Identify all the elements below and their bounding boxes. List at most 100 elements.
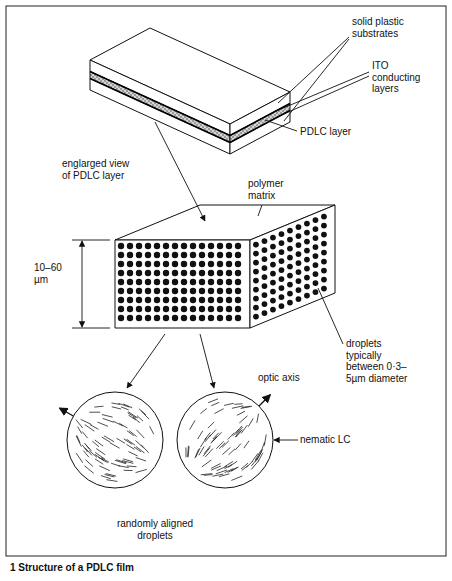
lc-directors	[186, 399, 266, 481]
droplet-dot	[217, 306, 223, 312]
lc-molecule	[124, 470, 133, 471]
lc-molecule	[134, 447, 141, 452]
extension-line	[72, 240, 110, 241]
lc-molecule	[136, 430, 144, 438]
droplet-dot	[253, 269, 259, 275]
droplet-dot	[127, 279, 133, 285]
lc-molecule	[106, 480, 117, 482]
lc-molecule	[224, 464, 232, 468]
droplet-dot	[118, 252, 124, 258]
droplet-dot	[199, 261, 205, 267]
droplet-dot	[127, 315, 133, 321]
droplet-dot	[262, 283, 268, 289]
lc-molecule	[141, 411, 149, 419]
droplet-dot	[270, 253, 276, 259]
lc-molecule	[199, 447, 204, 456]
droplet-dot	[181, 243, 187, 249]
droplet-dot	[296, 296, 302, 302]
droplet-dot	[235, 243, 241, 249]
lc-molecule	[124, 439, 132, 444]
lc-molecule	[84, 466, 93, 474]
lc-molecule	[213, 432, 221, 441]
droplet-dot	[287, 300, 293, 306]
part-label: droplets typically between 0·3–5µm diame…	[346, 338, 408, 384]
lc-directors	[76, 403, 154, 481]
lc-molecule	[94, 406, 103, 408]
droplet-dot	[208, 306, 214, 312]
droplet-dot	[253, 296, 259, 302]
dimension-line	[82, 241, 83, 327]
droplet-dot	[321, 277, 327, 283]
lc-molecule	[237, 411, 245, 415]
droplet-dot	[235, 297, 241, 303]
lc-molecule	[246, 461, 252, 467]
droplet-dot	[181, 261, 187, 267]
droplet-dot	[253, 278, 259, 284]
lc-molecule	[97, 422, 108, 426]
lc-molecule	[127, 444, 135, 449]
lc-molecule	[123, 459, 133, 462]
lc-molecule	[118, 466, 129, 468]
lc-molecule	[187, 446, 189, 457]
droplet-dot	[190, 315, 196, 321]
droplet-dot	[313, 235, 319, 241]
lc-molecule	[96, 449, 105, 455]
droplet-dot	[145, 279, 151, 285]
droplet-dot	[279, 249, 285, 255]
droplet-dot	[287, 291, 293, 297]
droplet-dot	[154, 297, 160, 303]
extension-line	[72, 328, 110, 329]
part-label: ITO conducting layers	[372, 60, 426, 95]
droplet-dot	[172, 306, 178, 312]
lc-molecule	[236, 427, 243, 435]
droplet-dot	[154, 261, 160, 267]
droplet-dot	[226, 279, 232, 285]
droplet-dot	[287, 264, 293, 270]
lc-molecule	[216, 441, 224, 449]
droplet-dot	[172, 288, 178, 294]
lc-molecule	[95, 454, 105, 461]
droplet-dot	[253, 260, 259, 266]
droplet-dot	[154, 315, 160, 321]
lc-molecule	[76, 436, 81, 447]
droplet-dot	[217, 270, 223, 276]
droplet-dot	[262, 292, 268, 298]
lc-molecule	[257, 449, 263, 460]
lc-molecule	[208, 422, 214, 428]
lc-molecule	[111, 403, 120, 404]
droplet-dot	[296, 251, 302, 257]
lc-molecule	[228, 433, 235, 440]
lc-molecule	[113, 421, 123, 426]
droplet-dot	[154, 243, 160, 249]
droplet-dot	[190, 288, 196, 294]
lc-molecule	[78, 427, 82, 434]
lc-molecule	[105, 474, 115, 477]
droplet-dot	[136, 243, 142, 249]
lc-molecule	[228, 467, 237, 472]
droplet-dot	[145, 297, 151, 303]
lc-molecule	[228, 461, 237, 467]
pointer-arrow	[127, 334, 165, 388]
droplet-dot	[199, 315, 205, 321]
lc-molecule	[203, 448, 210, 457]
droplet-dot	[313, 253, 319, 259]
droplet-dots	[118, 214, 327, 322]
droplet-dot	[154, 306, 160, 312]
droplet-dot	[208, 315, 214, 321]
droplet-dot	[199, 243, 205, 249]
lc-molecule	[118, 403, 129, 407]
part-label: nematic LC	[300, 434, 364, 446]
lc-molecule	[86, 460, 93, 467]
lc-molecule	[225, 469, 234, 473]
lc-molecule	[234, 403, 242, 405]
droplet-dot	[304, 230, 310, 236]
droplet-dot	[208, 288, 214, 294]
droplet-dot	[145, 270, 151, 276]
droplet-dot	[208, 243, 214, 249]
lc-molecule	[242, 465, 248, 470]
droplet-dot	[118, 306, 124, 312]
droplet-dot	[208, 270, 214, 276]
droplet-dot	[136, 270, 142, 276]
droplet-dot	[279, 240, 285, 246]
leader-line	[318, 288, 343, 344]
